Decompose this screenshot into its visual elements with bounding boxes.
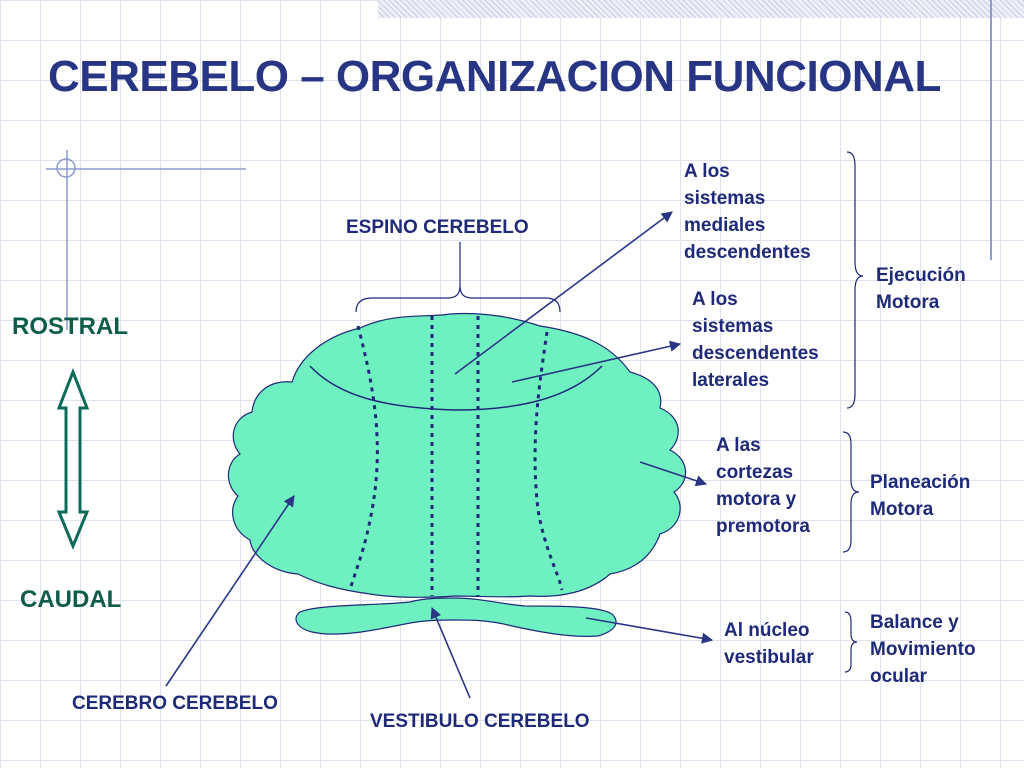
target-vestibular-nucleus: Al núcleo vestibular — [724, 620, 814, 668]
brace-execution — [846, 151, 864, 409]
spinocerebellum-label: ESPINO CEREBELO — [346, 217, 529, 238]
rostral-label: ROSTRAL — [12, 313, 128, 340]
vestibulocerebellum-lobe — [295, 597, 617, 637]
dotted-zone-lines — [348, 316, 564, 596]
function-balance-eye-movement: Balance y Movimiento ocular — [870, 612, 976, 687]
rostral-caudal-arrow — [56, 367, 90, 550]
caudal-label: CAUDAL — [20, 586, 122, 613]
brace-balance — [844, 611, 858, 673]
spinocerebellum-brace — [355, 285, 561, 313]
header-hatch-band — [378, 0, 1024, 18]
cerebellum-body — [227, 312, 687, 598]
decorative-vertical-line — [990, 0, 992, 260]
target-lateral-systems: A los sistemas descendentes laterales — [692, 289, 819, 391]
vestibulocerebellum-label: VESTIBULO CEREBELO — [370, 711, 590, 732]
brace-planning — [842, 431, 860, 553]
function-motor-planning: Planeación Motora — [870, 472, 971, 520]
primary-fissure — [309, 365, 603, 411]
function-motor-execution: Ejecución Motora — [876, 265, 966, 313]
cerebrocerebellum-label: CEREBRO CEREBELO — [72, 693, 278, 714]
target-motor-cortex: A las cortezas motora y premotora — [716, 435, 810, 537]
connection-arrows — [165, 211, 714, 699]
target-medial-systems: A los sistemas mediales descendentes — [684, 161, 811, 263]
crosshair-ornament — [46, 150, 246, 330]
slide-title: CEREBELO – ORGANIZACION FUNCIONAL — [48, 52, 941, 101]
